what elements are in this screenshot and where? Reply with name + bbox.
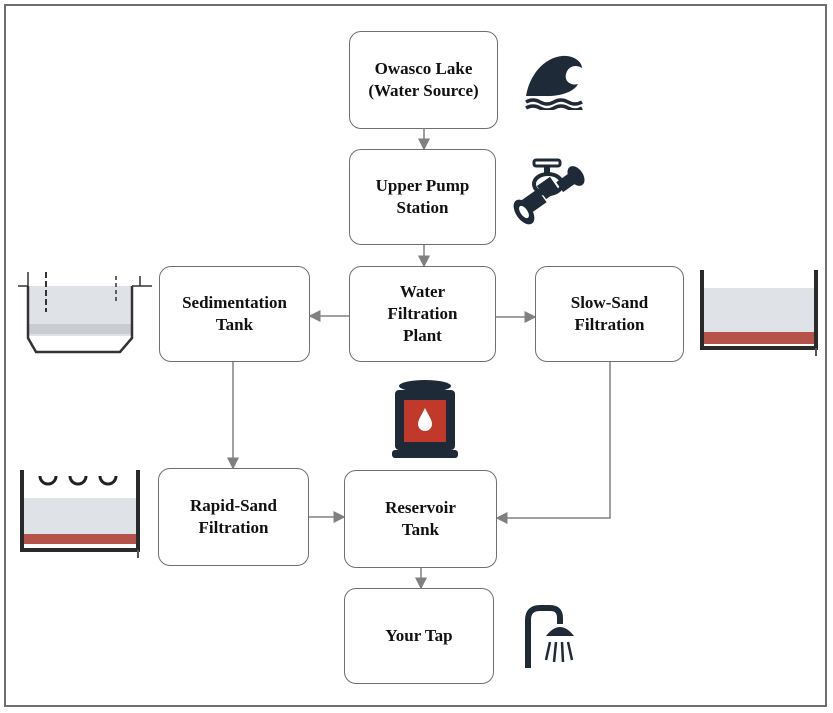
node-label-line: Plant [403,326,442,346]
node-label-line: Tank [401,520,440,539]
arrow-slow-sand-to-reservoir [495,362,611,524]
node-label-line: Your Tap [385,625,453,645]
slow-sand-filter-icon [700,270,818,356]
shower-icon [525,605,574,668]
node-label-line: Rapid-Sand [190,495,277,515]
water-storage-tank-icon [392,380,458,458]
node-owasco-lake: Owasco Lake (Water Source) [349,31,498,129]
node-your-tap: Your Tap [344,588,494,684]
pipe-valve-icon [513,158,585,225]
node-label-line: Filtration [198,518,269,537]
node-label-line: Water [399,281,446,301]
node-label-line: Sedimentation [182,292,287,312]
node-label-line: Filtration [387,303,458,323]
node-label-line: (Water Source) [368,81,479,100]
sedimentation-tank-icon [18,272,152,354]
node-label-line: Tank [215,315,254,334]
node-label-line: Upper Pump [375,175,470,195]
wave-icon [525,55,583,110]
node-label-line: Station [396,198,449,217]
rapid-sand-filter-icon [20,470,140,558]
node-label-line: Filtration [574,315,645,334]
node-label-line: Owasco Lake [374,58,473,78]
node-label-line: Slow-Sand [570,292,649,312]
node-label-line: Reservoir [385,497,456,517]
